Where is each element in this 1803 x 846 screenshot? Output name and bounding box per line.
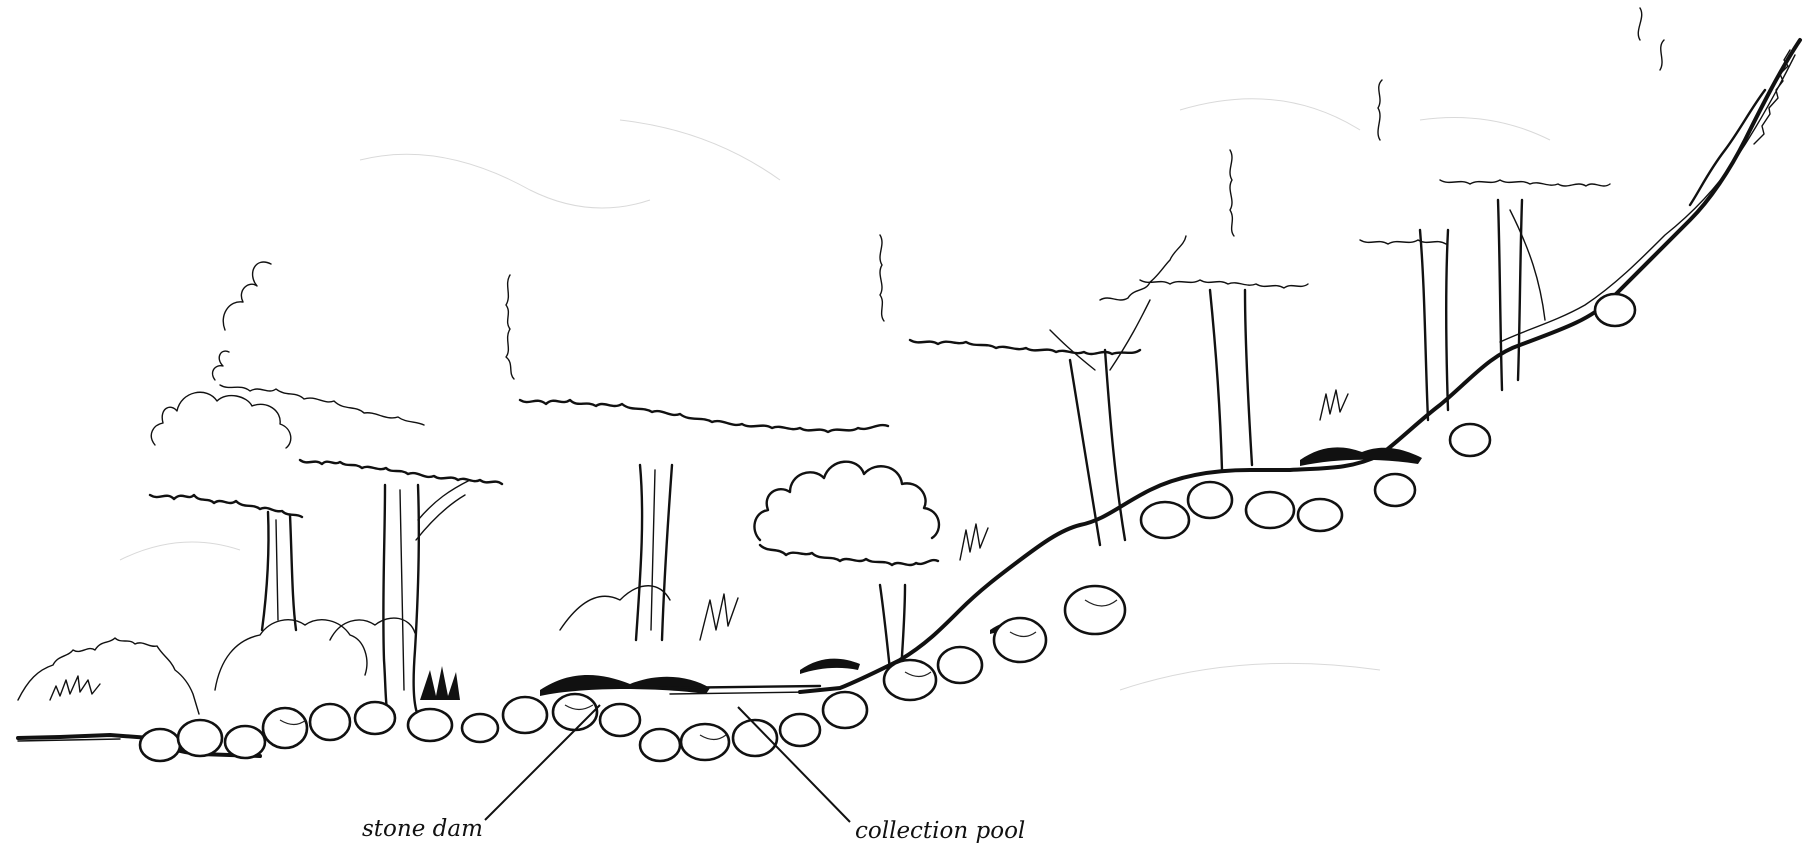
undergrowth [420, 390, 1422, 700]
stream-bank-slope [800, 40, 1800, 692]
tree-far-right [1360, 8, 1664, 420]
tree-left [213, 262, 502, 720]
tree-center-left [506, 235, 888, 640]
collection-pool-label: collection pool [855, 818, 1025, 844]
tree-right [1140, 150, 1308, 470]
tree-center [754, 462, 939, 690]
tree-far-left [150, 392, 302, 630]
left-shrubs [18, 618, 415, 714]
stone-dam-label: stone dam [362, 816, 483, 842]
stream-rocks [140, 294, 1635, 761]
